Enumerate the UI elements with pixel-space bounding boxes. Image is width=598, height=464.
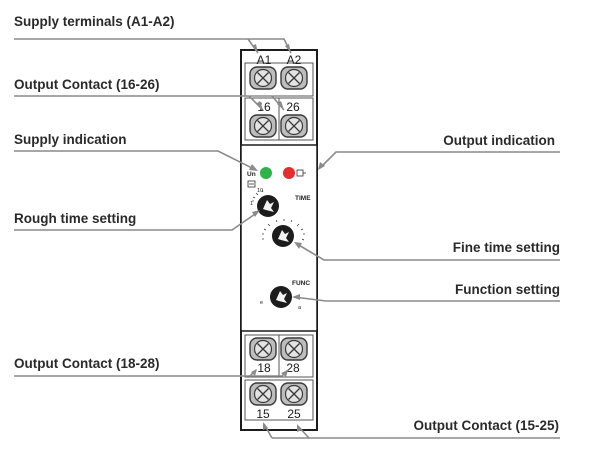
- terminal-25: 25: [287, 407, 301, 421]
- function-knob[interactable]: [270, 286, 292, 308]
- screw-16: [249, 114, 277, 138]
- terminal-28: 28: [286, 361, 300, 375]
- screw-26: [280, 114, 308, 138]
- fine-time-knob[interactable]: [272, 225, 294, 247]
- label-output-contact-15-25: Output Contact (15-25): [413, 418, 559, 433]
- range-icon: [247, 180, 256, 188]
- label-fine-time-setting: Fine time setting: [453, 240, 560, 255]
- leader-fine-time: [296, 243, 560, 261]
- terminal-a1: A1: [257, 53, 272, 67]
- rough-scale-top: 10: [257, 188, 263, 194]
- output-led: [283, 167, 295, 179]
- func-label: FUNC: [292, 280, 310, 287]
- screw-a1: [249, 66, 277, 90]
- terminal-15: 15: [256, 407, 270, 421]
- rough-scale-left: 1: [250, 201, 253, 207]
- terminal-a2: A2: [287, 53, 302, 67]
- label-supply-terminals: Supply terminals (A1-A2): [14, 14, 175, 29]
- un-label: Un: [247, 171, 256, 178]
- rough-scale-ticks: [252, 189, 264, 202]
- terminal-26: 26: [286, 100, 300, 114]
- relay-coil-icon: [296, 169, 306, 177]
- leader-lines: [14, 38, 560, 439]
- screw-15: [249, 382, 277, 406]
- func-scale-left: e: [260, 300, 263, 306]
- label-output-contact-18-28: Output Contact (18-28): [14, 356, 160, 371]
- terminal-18: 18: [257, 361, 271, 375]
- screw-25: [280, 382, 308, 406]
- fine-scale-ticks: [262, 219, 305, 241]
- supply-led: [260, 167, 272, 179]
- label-output-contact-16-26: Output Contact (16-26): [14, 77, 160, 92]
- screw-a2: [280, 66, 308, 90]
- screw-28: [280, 337, 308, 361]
- label-rough-time-setting: Rough time setting: [14, 211, 136, 226]
- leader-rough-time: [14, 211, 259, 231]
- label-supply-indication: Supply indication: [14, 132, 127, 147]
- label-output-indication: Output indication: [443, 133, 555, 148]
- label-function-setting: Function setting: [455, 282, 560, 297]
- leader-supply-indication: [14, 150, 257, 171]
- leader-function: [293, 296, 560, 302]
- rough-time-knob[interactable]: [257, 195, 279, 217]
- func-scale-right: a: [298, 305, 302, 311]
- leader-output-indication: [319, 151, 560, 169]
- leader-output-16-26: [14, 95, 264, 111]
- screw-18: [249, 337, 277, 361]
- time-label: TIME: [295, 195, 311, 202]
